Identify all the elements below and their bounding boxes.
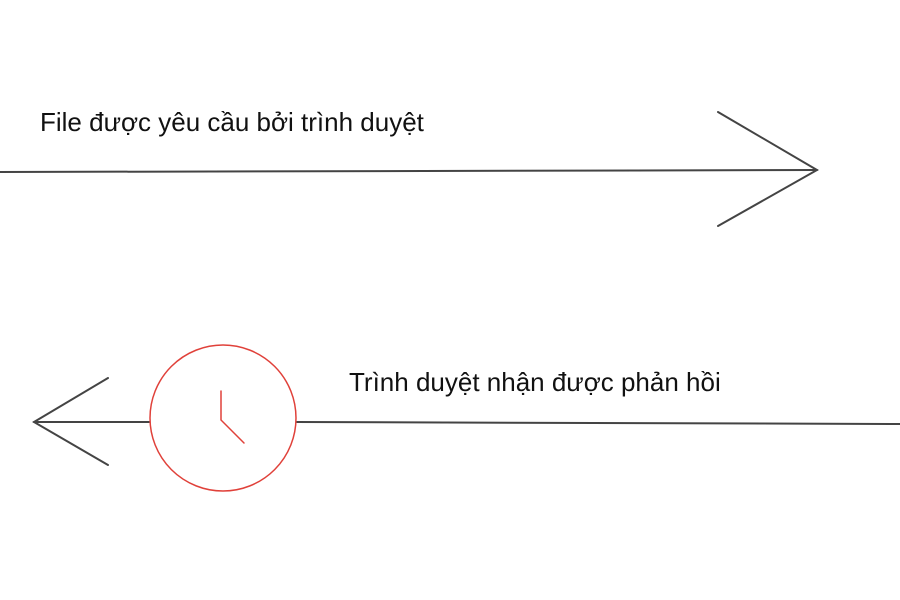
request-label: File được yêu cầu bởi trình duyệt	[40, 107, 424, 137]
clock-icon	[149, 344, 297, 492]
request-arrow	[0, 111, 820, 227]
response-arrow	[32, 377, 900, 466]
response-label: Trình duyệt nhận được phản hồi	[349, 367, 721, 397]
clock-face	[149, 344, 297, 492]
request-arrowhead	[717, 111, 820, 227]
request-arrow-shaft	[0, 169, 818, 173]
response-arrow-shaft-right	[296, 421, 900, 425]
response-arrowhead	[32, 377, 109, 466]
clock-hands	[220, 390, 245, 444]
